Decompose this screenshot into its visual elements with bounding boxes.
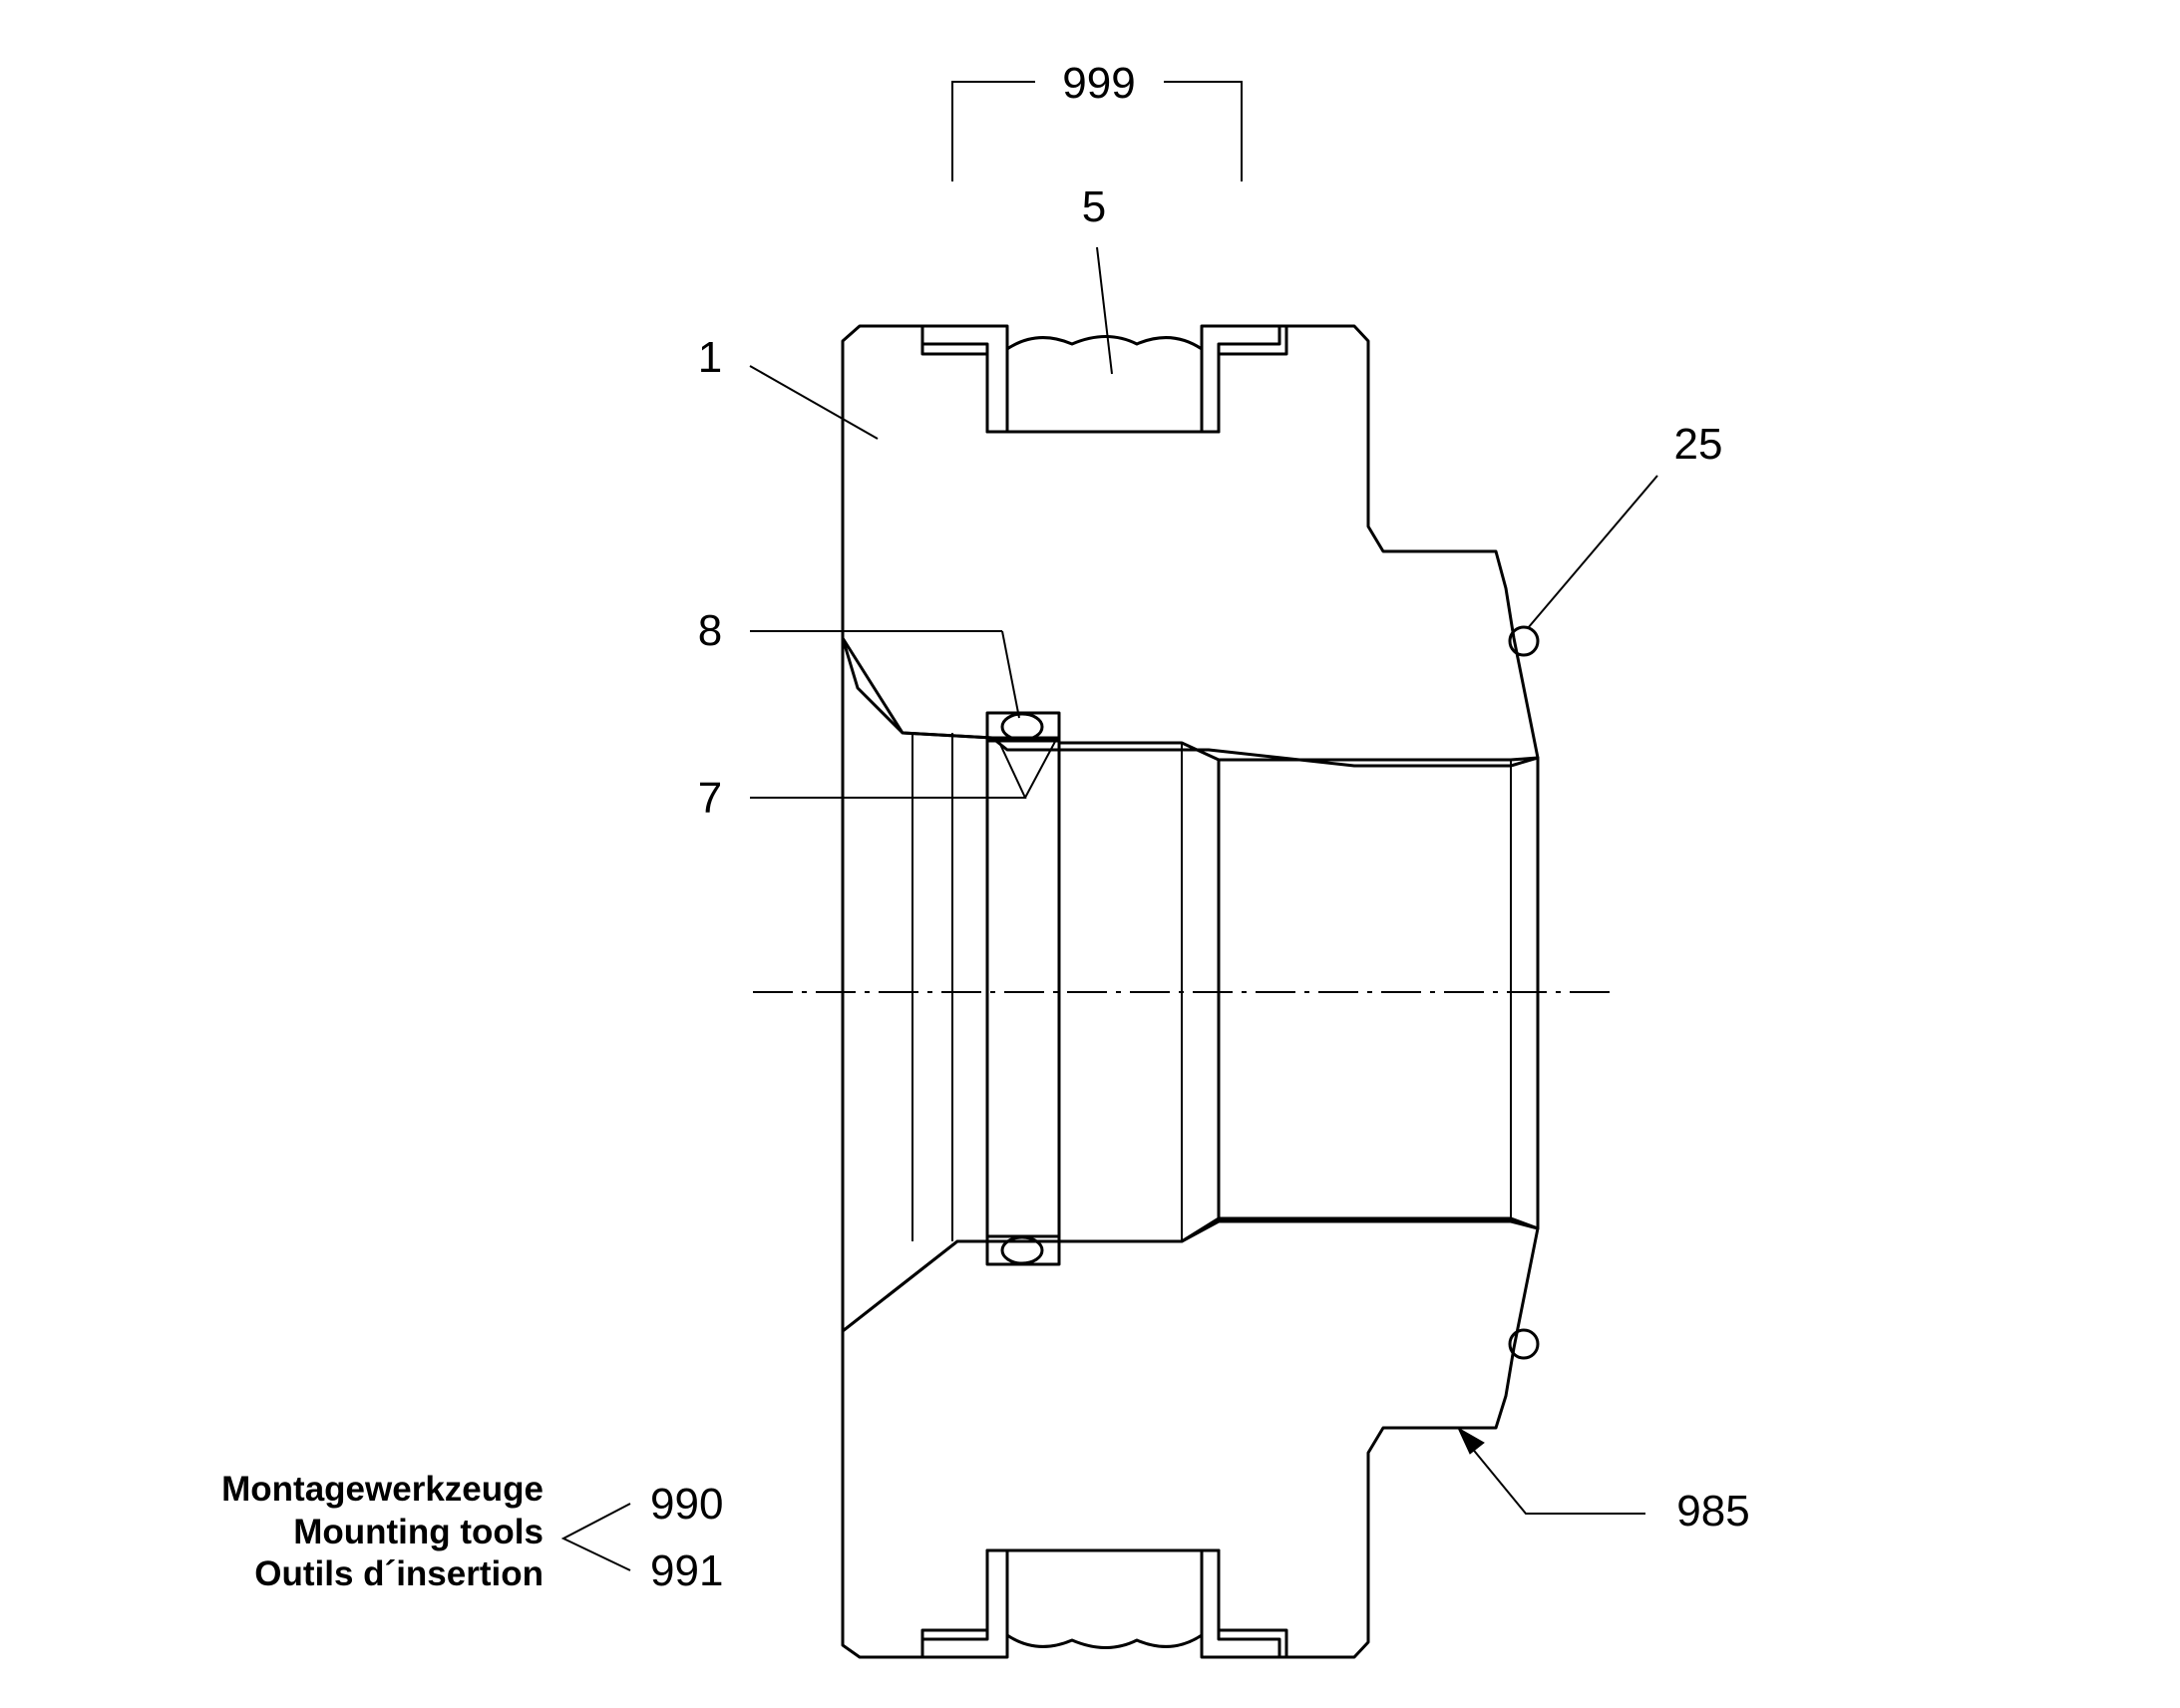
callout-25: 25 [1674,420,1723,469]
retainer-left-upper [920,324,1009,434]
callout-990: 990 [650,1480,723,1529]
callout-999: 999 [1062,59,1135,108]
o-ring-25-upper [1508,625,1540,657]
callout-985: 985 [1676,1487,1749,1536]
o-ring-25-lower [1508,1328,1540,1360]
tools-note-en: Mounting tools [293,1513,544,1551]
leader-25 [1527,475,1658,629]
retainer-right-lower [1200,1548,1288,1659]
housing-lower-section [841,1219,1540,1659]
callout-7: 7 [698,774,722,823]
part-5-insert-upper [1005,335,1204,434]
leader-985 [1465,1440,1645,1515]
tools-leader [560,1503,631,1571]
callout-5: 5 [1082,182,1106,231]
leader-1 [749,365,879,440]
bore-outline [841,636,1540,1333]
callout-991: 991 [650,1546,723,1595]
o-ring-8-upper [1000,712,1044,742]
retainer-left-lower [920,1548,1009,1659]
o-ring-8-lower [1000,1235,1044,1265]
tools-note-de: Montagewerkzeuge [221,1470,544,1509]
arrowhead-985 [1456,1426,1485,1455]
retainer-right-upper [1200,324,1288,434]
bracket-999 [951,81,1243,181]
leader-8-tail [1001,630,1020,719]
leader-5 [1096,246,1113,375]
callout-1: 1 [698,333,722,382]
tools-note-fr: Outils d´insertion [254,1554,544,1593]
callout-8: 8 [698,606,722,655]
part-5-insert-lower [1005,1548,1204,1649]
leader-7 [750,737,1058,799]
housing-upper-section [841,324,1540,768]
